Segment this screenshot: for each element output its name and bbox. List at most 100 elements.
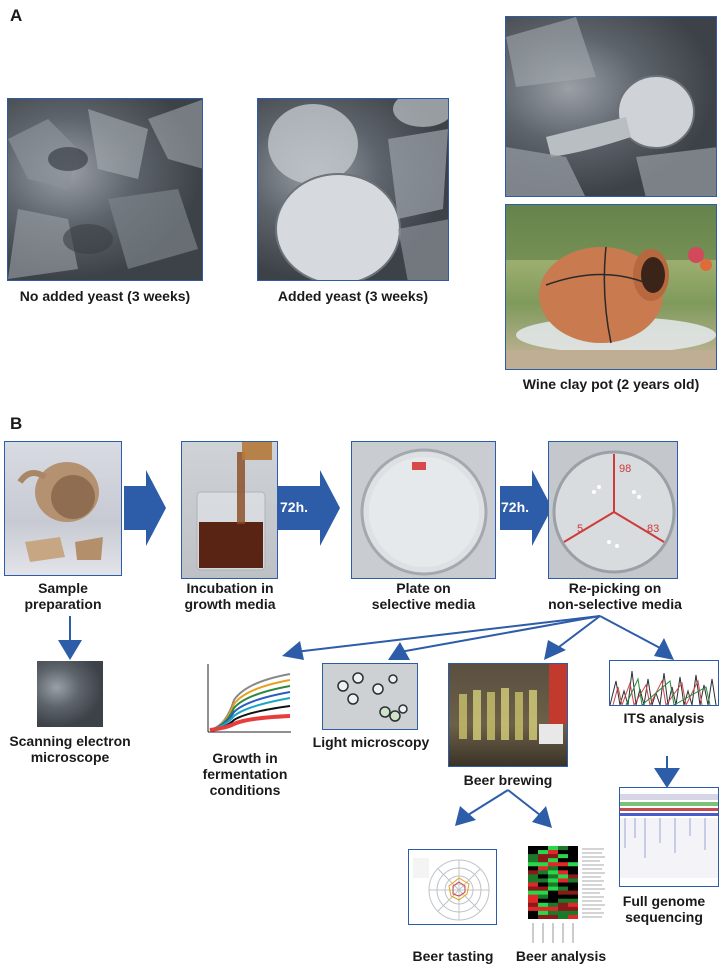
heatmap-cell — [558, 866, 568, 871]
chromatogram-trace — [610, 670, 717, 705]
selective-plate-photo — [351, 441, 496, 579]
sem-texture — [506, 17, 716, 196]
heatmap-cell — [568, 866, 578, 871]
heatmap-cell — [568, 846, 578, 851]
petri-mark: 5 — [577, 523, 583, 535]
heatmap-cell — [548, 902, 558, 908]
arrow-label-72h-2: 72h. — [501, 499, 530, 515]
beer-brewing-photo — [448, 663, 568, 767]
heatmap-cell — [568, 862, 578, 867]
heatmap-cell — [548, 874, 558, 879]
caption-sample-preparation: Sample preparation — [4, 580, 122, 612]
sem-image-clay-pot — [505, 16, 717, 197]
heatmap-cell — [568, 878, 578, 883]
caption-line: Full genome — [622, 893, 706, 909]
radar-plot — [413, 858, 490, 921]
block-arrow-3 — [500, 470, 552, 546]
heatmap-cell — [548, 862, 558, 867]
heatmap-cell — [558, 906, 568, 912]
heatmap-cell — [538, 866, 548, 871]
bottles-drawing — [459, 664, 567, 744]
heatmap-cell — [568, 874, 578, 879]
heatmap-cell — [538, 850, 548, 855]
caption-light-microscopy: Light microscopy — [312, 734, 430, 750]
heatmap-cell — [568, 906, 578, 912]
caption-line: selective media — [371, 596, 476, 612]
caption-repicking: Re-picking on non-selective media — [540, 580, 690, 612]
heatmap-cell — [548, 866, 558, 871]
heatmap-cell — [568, 886, 578, 891]
heatmap-cell — [528, 854, 538, 859]
caption-growth: Growth in fermentation conditions — [185, 750, 305, 798]
heatmap-cell — [528, 874, 538, 879]
caption-line: Scanning electron — [9, 733, 131, 749]
heatmap-cell — [538, 858, 548, 863]
heatmap-cell — [568, 890, 578, 895]
heatmap-cell — [538, 878, 548, 883]
heatmap-cell — [538, 914, 548, 919]
caption-clay-pot: Wine clay pot (2 years old) — [522, 376, 700, 392]
beaker-drawing — [196, 442, 272, 571]
heatmap-cell — [538, 870, 548, 875]
heatmap-cell — [528, 890, 538, 895]
caption-sem: Scanning electron microscope — [4, 733, 136, 765]
heatmap-cell — [558, 898, 568, 904]
caption-genome: Full genome sequencing — [604, 893, 724, 925]
heatmap-cell — [528, 870, 538, 875]
heatmap-cell — [528, 910, 538, 916]
heatmap-cell — [558, 902, 568, 908]
panel-a-letter: A — [10, 6, 23, 25]
heatmap-cell — [538, 874, 548, 879]
caption-line: conditions — [209, 782, 281, 798]
heatmap-cell — [558, 894, 568, 900]
heatmap-cell — [528, 894, 538, 900]
caption-line: growth media — [184, 596, 276, 612]
heatmap-cell — [528, 898, 538, 904]
heatmap-cell — [558, 854, 568, 859]
growth-curves-chart — [196, 660, 293, 746]
clay-pot-drawing — [506, 205, 716, 369]
heatmap-cell — [548, 906, 558, 912]
caption-line: Re-picking on — [568, 580, 662, 596]
heatmap-cell — [548, 854, 558, 859]
caption-line: Incubation in — [186, 580, 274, 596]
heatmap-cell — [548, 882, 558, 887]
heatmap-cell — [568, 898, 578, 904]
heatmap-cell — [528, 866, 538, 871]
caption-added-yeast: Added yeast (3 weeks) — [277, 288, 429, 304]
arrow-label-72h-1: 72h. — [280, 499, 309, 515]
caption-line: Growth in — [212, 750, 278, 766]
incubation-photo — [181, 441, 278, 579]
heatmap-cell — [558, 914, 568, 919]
heatmap-cell — [528, 850, 538, 855]
sem-image-no-yeast — [7, 98, 203, 281]
caption-line: sequencing — [625, 909, 703, 925]
heatmap-cell — [528, 886, 538, 891]
heatmap-cell — [548, 870, 558, 875]
caption-line: non-selective media — [548, 596, 682, 612]
caption-no-added-yeast: No added yeast (3 weeks) — [19, 288, 191, 304]
heatmap-cell — [528, 858, 538, 863]
light-microscopy-photo — [322, 663, 418, 730]
heatmap-cell — [558, 874, 568, 879]
heatmap-cell — [558, 890, 568, 895]
heatmap-cell — [538, 886, 548, 891]
heatmap-cell — [568, 914, 578, 919]
caption-beer-brewing: Beer brewing — [463, 772, 553, 788]
heatmap-cell — [548, 850, 558, 855]
heatmap-cell — [558, 846, 568, 851]
caption-line: microscope — [30, 749, 110, 765]
heatmap-cell — [538, 898, 548, 904]
heatmap-cell — [528, 862, 538, 867]
caption-beer-tasting: Beer tasting — [412, 948, 494, 964]
heatmap-cell — [528, 878, 538, 883]
heatmap-cell — [548, 858, 558, 863]
heatmap-cell — [548, 846, 558, 851]
panel-b-letter: B — [10, 414, 23, 433]
heatmap-cell — [538, 890, 548, 895]
heatmap-cell — [538, 910, 548, 916]
caption-line: preparation — [24, 596, 102, 612]
sem-image-added-yeast — [257, 98, 449, 281]
caption-line: fermentation — [202, 766, 288, 782]
heatmap-cell — [568, 854, 578, 859]
